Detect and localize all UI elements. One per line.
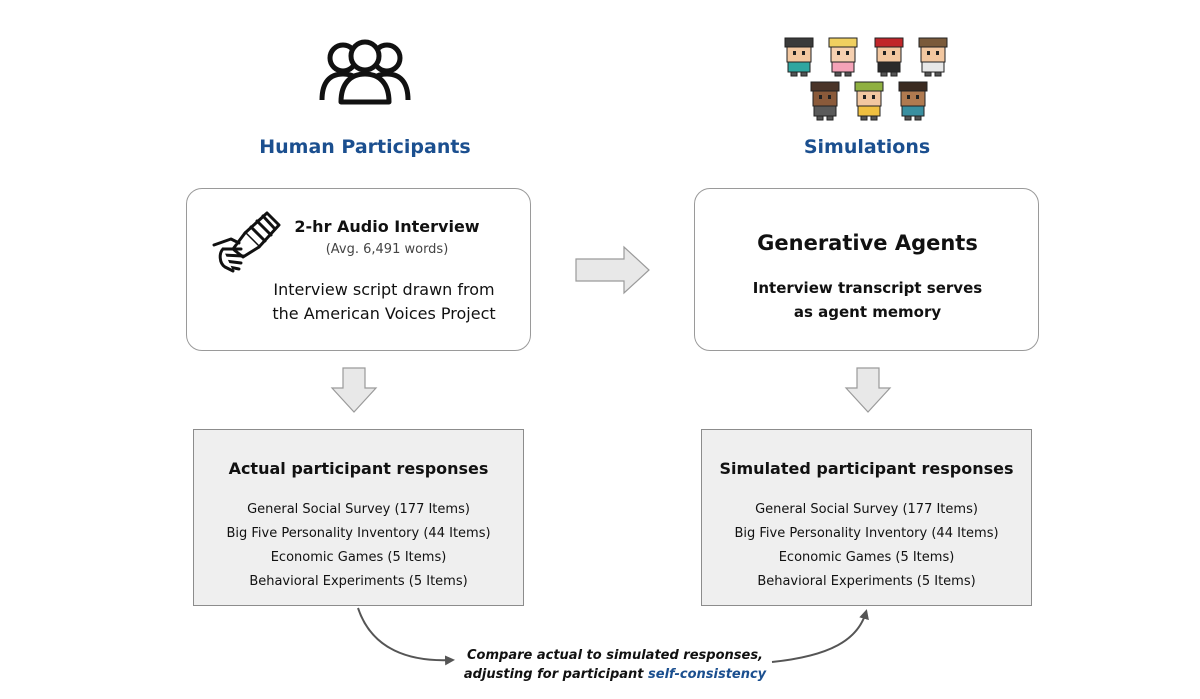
down-arrow-right-icon xyxy=(844,367,892,413)
agent-avatar-icon xyxy=(918,37,948,77)
compare-caption: Compare actual to simulated responses, a… xyxy=(450,646,780,684)
simulated-responses-title: Simulated participant responses xyxy=(719,459,1014,478)
agent-avatar-icon xyxy=(810,81,840,121)
interview-title: 2-hr Audio Interview xyxy=(294,217,480,236)
generative-agents-box: Generative Agents Interview transcript s… xyxy=(694,188,1039,351)
agent-avatar-icon xyxy=(784,37,814,77)
generative-agents-title: Generative Agents xyxy=(757,231,978,255)
interview-subtitle: (Avg. 6,491 words) xyxy=(325,242,449,257)
agents-desc-line1: Interview transcript serves xyxy=(752,279,983,297)
group-icon xyxy=(319,39,411,105)
actual-responses-box: Actual participant responses General Soc… xyxy=(193,429,524,606)
self-consistency-highlight: self-consistency xyxy=(648,667,767,682)
list-item: Economic Games (5 Items) xyxy=(270,550,447,565)
interview-desc-line1: Interview script drawn from xyxy=(273,280,495,299)
list-item: Big Five Personality Inventory (44 Items… xyxy=(734,526,999,541)
compare-line1: Compare actual to simulated responses, xyxy=(467,648,763,663)
agent-avatar-icon xyxy=(874,37,904,77)
interview-box: 2-hr Audio Interview (Avg. 6,491 words) … xyxy=(186,188,531,351)
agent-avatar-icon xyxy=(854,81,884,121)
human-participants-title: Human Participants xyxy=(259,136,471,158)
agent-avatar-icon xyxy=(828,37,858,77)
simulated-responses-list: General Social Survey (177 Items) Big Fi… xyxy=(702,498,1031,594)
compare-arrow-left xyxy=(357,607,455,666)
list-item: Behavioral Experiments (5 Items) xyxy=(249,574,468,589)
list-item: General Social Survey (177 Items) xyxy=(755,502,978,517)
right-arrow-icon xyxy=(575,245,650,295)
agents-desc-line2: as agent memory xyxy=(793,303,942,321)
compare-arrow-right xyxy=(771,609,869,663)
down-arrow-left-icon xyxy=(330,367,378,413)
actual-responses-title: Actual participant responses xyxy=(228,459,489,478)
compare-line2: adjusting for participant self-consisten… xyxy=(450,665,780,684)
list-item: General Social Survey (177 Items) xyxy=(247,502,470,517)
list-item: Behavioral Experiments (5 Items) xyxy=(757,574,976,589)
list-item: Economic Games (5 Items) xyxy=(778,550,955,565)
microphone-hand-icon xyxy=(212,211,281,273)
list-item: Big Five Personality Inventory (44 Items… xyxy=(226,526,491,541)
interview-desc-line2: the American Voices Project xyxy=(272,304,496,323)
actual-responses-list: General Social Survey (177 Items) Big Fi… xyxy=(194,498,523,594)
compare-line2-prefix: adjusting for participant xyxy=(463,667,649,682)
agent-avatars-icon xyxy=(784,37,948,121)
agent-avatar-icon xyxy=(898,81,928,121)
simulated-responses-box: Simulated participant responses General … xyxy=(701,429,1032,606)
simulations-title: Simulations xyxy=(803,136,931,158)
